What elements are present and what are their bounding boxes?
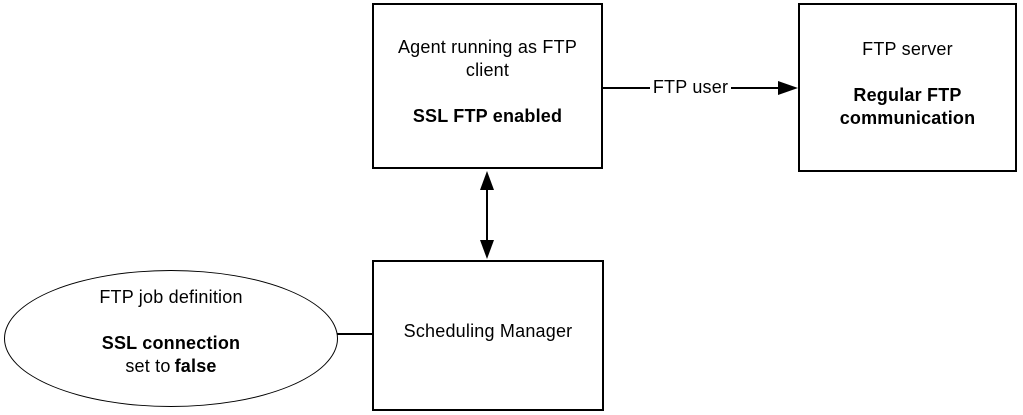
up-arrowhead-icon — [480, 171, 494, 190]
spacer — [800, 61, 1015, 84]
ftp-server-box-subtitle: Regular FTP communication — [839, 85, 976, 128]
job-ellipse-title: FTP job definition — [99, 287, 243, 307]
down-arrowhead-icon — [480, 240, 494, 259]
agent-box-subtitle: SSL FTP enabled — [412, 106, 563, 126]
agent-box-title: Agent running as FTP client — [397, 37, 578, 80]
scheduling-manager-box: Scheduling Manager — [372, 260, 604, 411]
scheduling-manager-title: Scheduling Manager — [403, 321, 573, 341]
right-arrowhead-icon — [778, 80, 799, 95]
false-value-text: false — [174, 356, 217, 376]
arrow-line-segment — [486, 190, 488, 240]
ftp-server-box-title: FTP server — [862, 39, 953, 59]
ftp-job-definition-ellipse: FTP job definition SSL connection set to… — [4, 270, 338, 407]
ftp-user-label: FTP user — [652, 77, 729, 97]
spacer — [5, 309, 337, 332]
job-ellipse-ssl-line: SSL connection — [101, 333, 241, 353]
set-to-text: set to — [125, 356, 171, 376]
arrow-line-segment — [731, 86, 779, 89]
ftp-user-arrow: FTP user — [603, 76, 799, 99]
ftp-server-box: FTP server Regular FTP communication — [798, 3, 1017, 172]
spacer — [374, 82, 601, 105]
ellipse-scheduler-connector — [337, 333, 373, 335]
agent-scheduler-double-arrow — [479, 171, 495, 259]
arrow-line-segment — [603, 86, 650, 89]
agent-ftp-client-box: Agent running as FTP client SSL FTP enab… — [372, 3, 603, 169]
